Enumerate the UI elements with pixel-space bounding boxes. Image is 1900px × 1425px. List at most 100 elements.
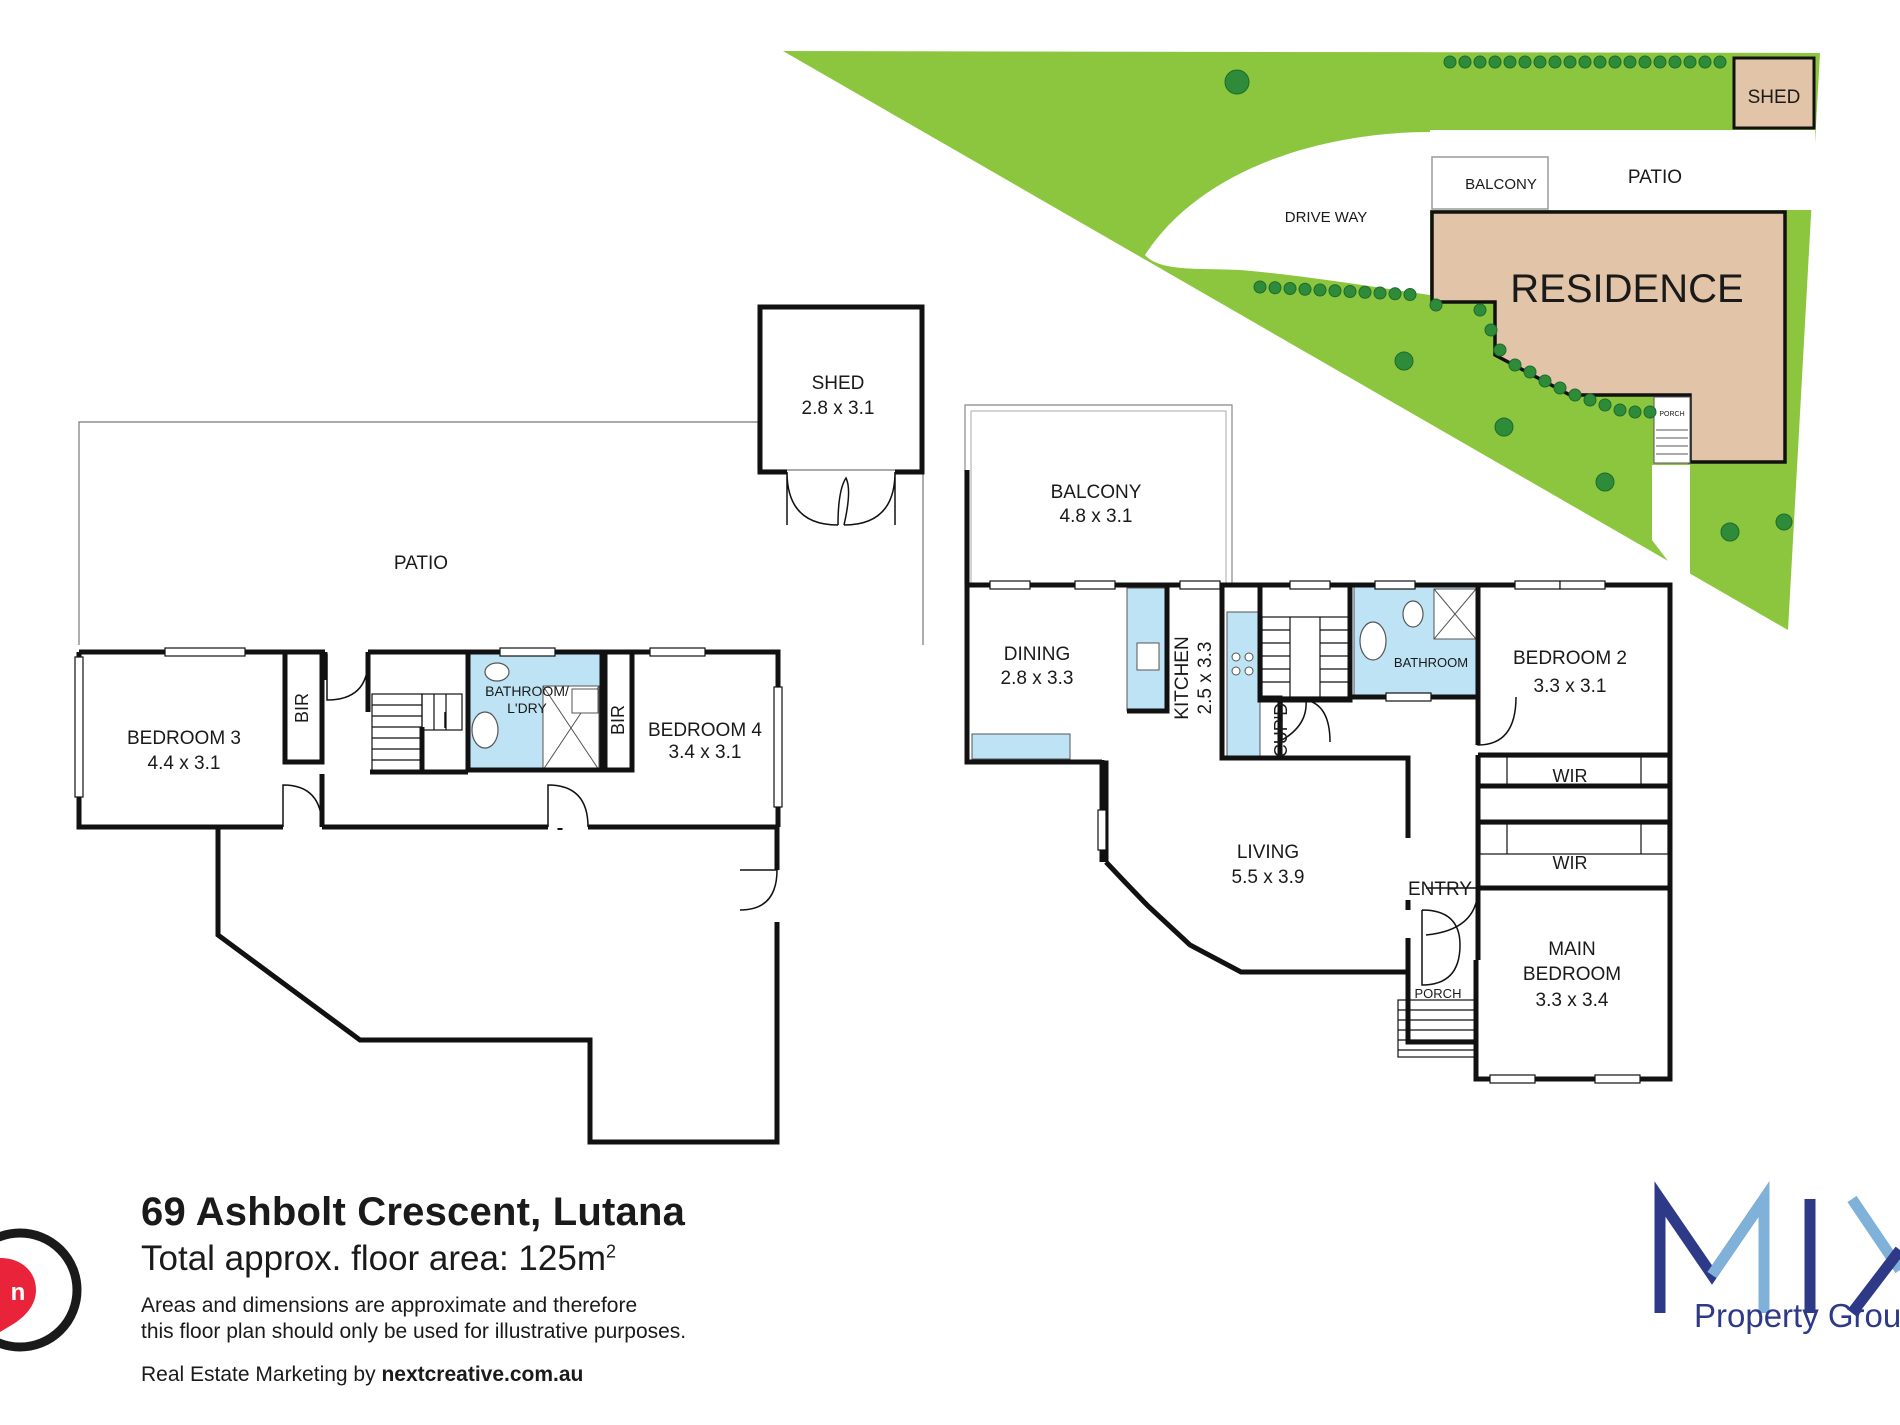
hedge-bush [1568, 388, 1582, 402]
credit-website[interactable]: nextcreative.com.au [381, 1363, 584, 1386]
site-shed [1732, 56, 1816, 130]
patio-outline [78, 421, 924, 645]
upper-floor-plan: BALCONY 4.8 x 3.1 DINING 2.8 x 3.3 KITCH… [964, 404, 1673, 1084]
hedge-bush [1683, 55, 1697, 69]
hedge-bush [1628, 405, 1642, 419]
hedge-bush [1643, 405, 1657, 419]
plan-footer: 69 Ashbolt Crescent, Lutana Total approx… [141, 1190, 741, 1387]
site-plan: SHED BALCONY PATIO DRIVE WAY RESIDENCE P… [783, 51, 1820, 630]
driveway-area [1145, 132, 1430, 295]
hedge-bush [1623, 55, 1637, 69]
living-label: LIVING [1237, 842, 1299, 863]
bir-label-2: BIR [608, 705, 628, 735]
hedge-bush [1328, 284, 1342, 298]
disclaimer: Areas and dimensions are approximate and… [141, 1293, 741, 1345]
hedge-bush [1578, 55, 1592, 69]
hedge-row [1253, 55, 1727, 419]
dining-label: DINING [1004, 644, 1071, 665]
svg-text:n: n [11, 1279, 26, 1306]
hedge-bush [1473, 303, 1487, 317]
bathroom-laundry-label-2: L'DRY [507, 700, 547, 716]
residence-shape [1430, 210, 1787, 464]
bedroom-4-label: BEDROOM 4 [648, 720, 762, 741]
upper-bathroom-label: BATHROOM [1394, 655, 1468, 670]
wir-label-2: WIR [1553, 853, 1588, 873]
floor-area-unit-sup: 2 [605, 1241, 616, 1262]
cupboard-label: CUP'D [1271, 703, 1291, 757]
hedge-bush [1698, 55, 1712, 69]
company-name: Property Group [1694, 1297, 1900, 1334]
hedge-bush [1473, 55, 1487, 69]
hedge-bush [1429, 298, 1443, 312]
hedge-bush [1538, 374, 1552, 388]
disclaimer-line-2: this floor plan should only be used for … [141, 1320, 687, 1343]
shed-dimensions: 2.8 x 3.1 [802, 398, 875, 419]
kitchen-cooktop [1226, 611, 1261, 758]
hedge-bush [1388, 287, 1402, 301]
balcony-label: BALCONY [1051, 482, 1142, 503]
hedge-bush [1443, 55, 1457, 69]
hedge-bush [1563, 55, 1577, 69]
upper-toilet-icon [1402, 600, 1424, 628]
hedge-bush [1484, 323, 1498, 337]
path-area [1652, 465, 1690, 590]
hedge-bush [1298, 282, 1312, 296]
hedge-bush [1508, 358, 1522, 372]
disclaimer-line-1: Areas and dimensions are approximate and… [141, 1294, 638, 1317]
bedroom-3-label: BEDROOM 3 [127, 728, 241, 749]
floor-area-text: Total approx. floor area: 125m [141, 1239, 606, 1278]
kitchen-dimensions: 2.5 x 3.3 [1195, 642, 1216, 715]
hedge-bush [1253, 280, 1267, 294]
hedge-bush [1268, 281, 1282, 295]
property-address: 69 Ashbolt Crescent, Lutana [141, 1190, 686, 1234]
site-driveway-label: DRIVE WAY [1285, 209, 1368, 226]
hedge-bush [1638, 55, 1652, 69]
site-porch-label: PORCH [1659, 411, 1684, 418]
living-dimensions: 5.5 x 3.9 [1232, 867, 1305, 888]
hedge-bush [1358, 285, 1372, 299]
hedge-bush [1553, 381, 1567, 395]
hedge-bush [1313, 283, 1327, 297]
bedroom-2-label: BEDROOM 2 [1513, 648, 1627, 669]
main-bedroom-label-2: BEDROOM [1523, 964, 1621, 985]
residence-label: RESIDENCE [1510, 267, 1743, 311]
bedroom-4-dimensions: 3.4 x 3.1 [669, 742, 742, 763]
site-patio-label: PATIO [1628, 167, 1682, 188]
hedge-bush [1653, 55, 1667, 69]
shed-label: SHED [812, 373, 865, 394]
hedge-bush [1283, 282, 1297, 295]
hedge-bush [1403, 288, 1417, 301]
toilet-icon [484, 662, 510, 682]
balcony-dimensions: 4.8 x 3.1 [1060, 506, 1133, 527]
marketing-credit: Real Estate Marketing by nextcreative.co… [141, 1363, 741, 1387]
entry-label: ENTRY [1408, 879, 1472, 900]
site-balcony-label: BALCONY [1465, 176, 1537, 193]
hedge-bush [1598, 398, 1612, 412]
dining-dimensions: 2.8 x 3.3 [1001, 668, 1074, 689]
bedroom-3-dimensions: 4.4 x 3.1 [148, 753, 221, 774]
hedge-bush [1518, 55, 1532, 69]
porch-label: PORCH [1415, 986, 1462, 1001]
site-shed-label: SHED [1748, 87, 1801, 108]
hedge-bush [1548, 55, 1562, 69]
hedge-bush [1583, 393, 1597, 407]
hedge-bush [1608, 55, 1622, 69]
hedge-bush [1503, 55, 1517, 69]
hedge-bush [1613, 403, 1627, 417]
hedge-bush [1523, 365, 1537, 379]
main-bedroom-dimensions: 3.3 x 3.4 [1536, 990, 1609, 1011]
shed-walls [757, 304, 925, 475]
balcony-box [1431, 156, 1549, 210]
kitchen-label: KITCHEN [1172, 636, 1193, 719]
wir-label: WIR [1553, 766, 1588, 786]
main-bedroom-label: MAIN [1548, 939, 1596, 960]
bedroom-2-dimensions: 3.3 x 3.1 [1534, 676, 1607, 697]
next-creative-logo-icon: n [0, 1228, 82, 1352]
patio-label: PATIO [394, 553, 448, 574]
lower-floor-plan: SHED 2.8 x 3.1 PATIO BEDROOM 3 4.4 x 3.1… [74, 304, 925, 1145]
hedge-bush [1458, 55, 1472, 69]
bathroom-laundry-label: BATHROOM/ [485, 683, 569, 699]
dining-bench [971, 733, 1071, 760]
hedge-bush [1488, 55, 1502, 69]
shed-door [786, 471, 896, 526]
